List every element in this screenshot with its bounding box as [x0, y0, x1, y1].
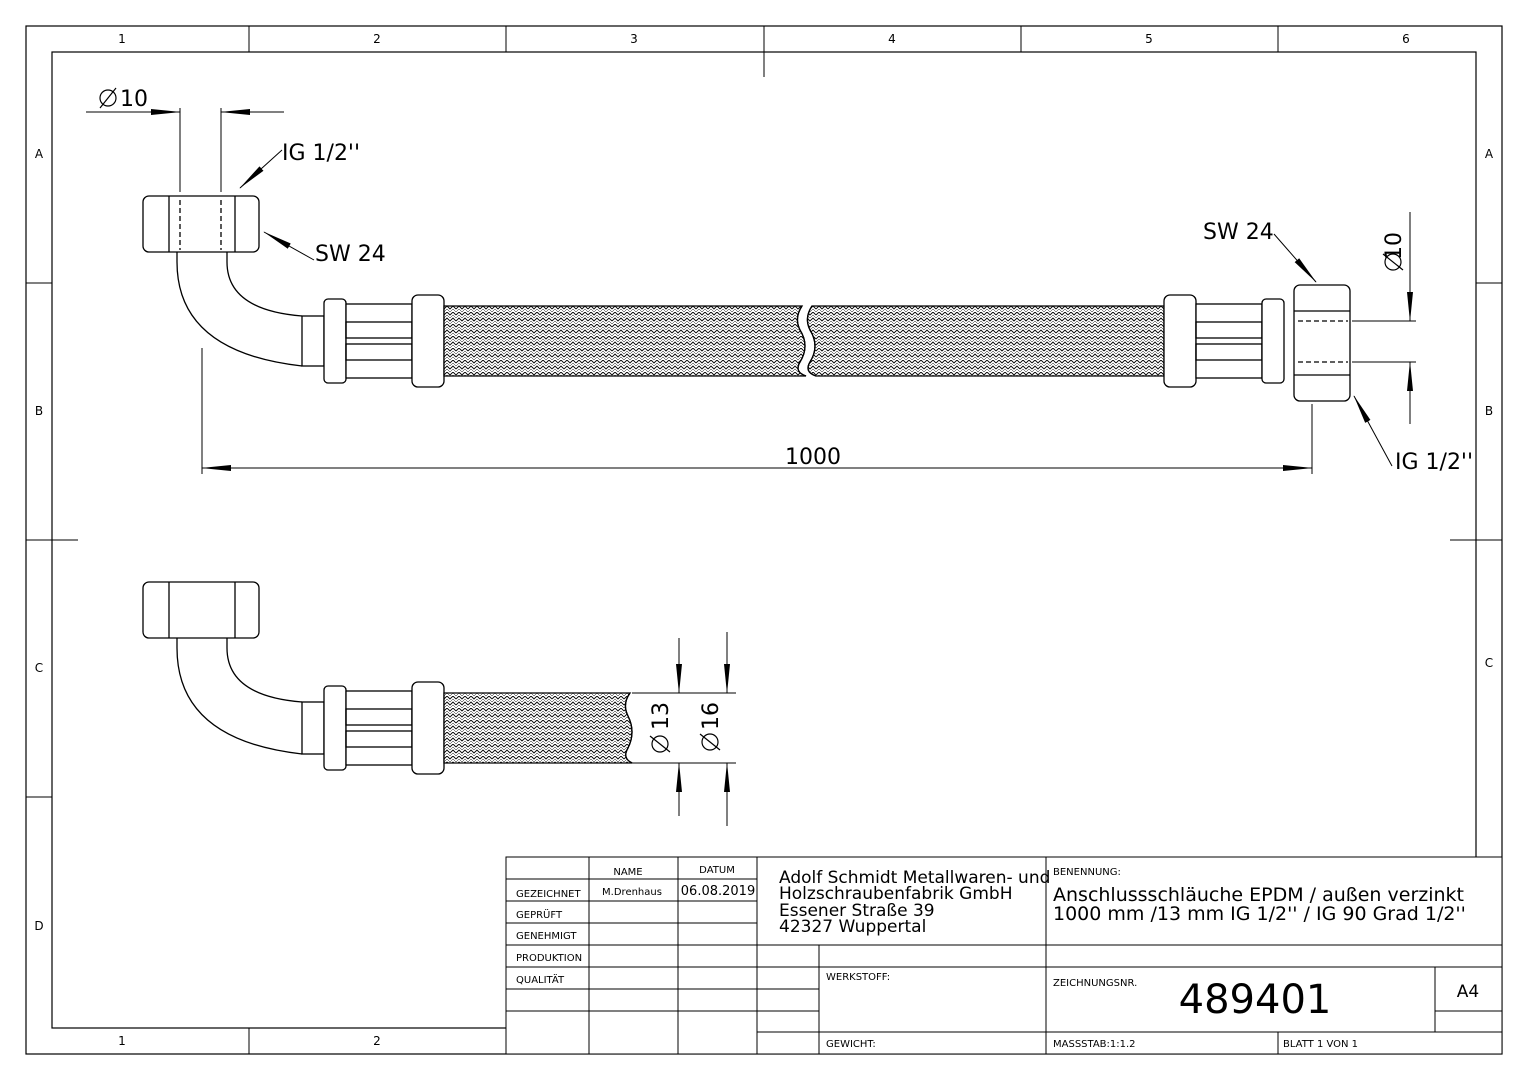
dim-inner-diameter: 13	[649, 702, 674, 730]
zone-col-2-bottom: 2	[373, 1034, 381, 1048]
left-elbow	[176, 252, 303, 367]
tb-header-name: NAME	[613, 867, 642, 878]
right-crimp-fitting	[1163, 294, 1285, 388]
title-block-texts: NAME DATUM GEZEICHNET GEPRÜFT GENEHMIGT …	[516, 865, 1479, 1050]
detail-dimensions	[632, 632, 736, 826]
braided-hose	[443, 305, 1165, 377]
dim-right-thread: IG 1/2''	[1395, 450, 1473, 475]
tb-row-production: PRODUKTION	[516, 953, 582, 964]
tb-company-line-4: 42327 Wuppertal	[779, 917, 926, 937]
zone-row-b-right: B	[1485, 404, 1493, 418]
tb-material-label: WERKSTOFF:	[826, 972, 890, 983]
tb-row-drawn: GEZEICHNET	[516, 889, 581, 900]
dim-outer-diameter: 16	[699, 702, 724, 730]
top-view-dim-texts: 10 IG 1/2'' SW 24 SW 24 1000 10 IG 1/2''	[99, 87, 1473, 475]
tb-designation-line-1: Anschlussschläuche EPDM / außen verzinkt	[1053, 884, 1464, 906]
dim-left-wrench: SW 24	[315, 242, 386, 267]
tb-drawn-date: 06.08.2019	[681, 884, 755, 899]
tb-company-line-1: Adolf Schmidt Metallwaren- und	[779, 868, 1050, 888]
left-crimp-fitting	[301, 294, 445, 388]
tb-scale: MASSSTAB:1:1.2	[1053, 1039, 1136, 1050]
zone-row-a-right: A	[1485, 147, 1494, 161]
tb-row-quality: QUALITÄT	[516, 973, 565, 986]
zone-col-5-top: 5	[1145, 32, 1153, 46]
right-hex-nut	[1293, 284, 1351, 402]
tb-designation-line-2: 1000 mm /13 mm IG 1/2'' / IG 90 Grad 1/2…	[1053, 903, 1466, 925]
zone-row-b-left: B	[35, 404, 43, 418]
zone-row-d-left: D	[34, 919, 43, 933]
top-view-dimensions	[86, 108, 1416, 474]
hose-top-view	[142, 195, 1351, 402]
zone-col-6-top: 6	[1402, 32, 1410, 46]
detail-hex-nut	[142, 581, 260, 639]
detail-dim-texts: 13 16	[649, 702, 724, 753]
diameter-symbol-icon	[99, 87, 117, 109]
zone-col-2-top: 2	[373, 32, 381, 46]
dim-left-thread: IG 1/2''	[282, 141, 360, 166]
tb-company-line-3: Essener Straße 39	[779, 901, 935, 921]
zone-col-1-bottom: 1	[118, 1034, 126, 1048]
detail-elbow	[176, 638, 303, 755]
tb-drawn-by: M.Drenhaus	[602, 887, 662, 898]
dim-length: 1000	[785, 445, 841, 470]
diameter-symbol-icon	[699, 733, 721, 751]
left-hex-nut	[142, 195, 260, 253]
zone-labels: 1 2 3 4 5 6 1 2 A B C D A B C	[34, 32, 1494, 1048]
zone-row-a-left: A	[35, 147, 44, 161]
tb-row-approved: GENEHMIGT	[516, 931, 577, 942]
title-block	[505, 856, 1503, 1055]
zone-col-1-top: 1	[118, 32, 126, 46]
tb-row-checked: GEPRÜFT	[516, 908, 563, 921]
tb-format: A4	[1457, 982, 1479, 1002]
tb-designation-label: BENENNUNG:	[1053, 867, 1121, 878]
detail-crimp-fitting	[301, 681, 445, 775]
tb-header-date: DATUM	[699, 865, 735, 876]
diameter-symbol-icon	[649, 735, 671, 753]
tb-company-line-2: Holzschraubenfabrik GmbH	[779, 884, 1012, 904]
zone-col-4-top: 4	[888, 32, 896, 46]
diameter-symbol-icon	[1382, 253, 1404, 271]
dim-left-diameter: 10	[120, 87, 148, 112]
tb-sheet: BLATT 1 VON 1	[1283, 1039, 1358, 1050]
tb-drawing-no: 489401	[1179, 977, 1332, 1023]
zone-row-c-right: C	[1485, 656, 1493, 670]
tb-weight-label: GEWICHT:	[826, 1039, 876, 1050]
hose-detail-view	[142, 581, 633, 775]
dim-right-diameter: 10	[1382, 232, 1407, 260]
zone-col-3-top: 3	[630, 32, 638, 46]
tb-drawing-no-label: ZEICHNUNGSNR.	[1053, 978, 1137, 989]
dim-right-wrench: SW 24	[1203, 220, 1274, 245]
zone-row-c-left: C	[35, 661, 43, 675]
detail-braided-hose	[443, 692, 633, 764]
